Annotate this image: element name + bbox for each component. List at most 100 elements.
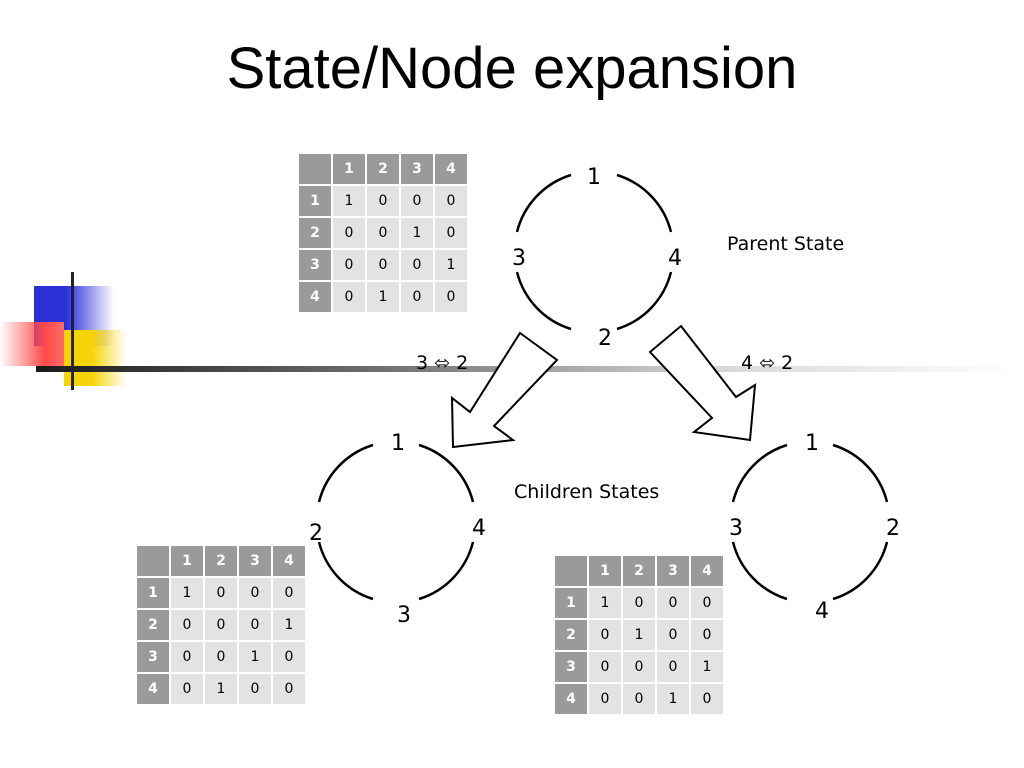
parent-node-bottom: 2: [598, 326, 612, 351]
parent-ring-arc: [515, 173, 572, 233]
decor-yellow-block: [64, 330, 126, 386]
matrix-cell: 0: [589, 684, 621, 714]
matrix-col-header: 4: [435, 154, 467, 184]
left-child-node-right: 4: [472, 516, 486, 541]
parent-node-left: 3: [512, 246, 526, 271]
matrix-row-header: 3: [299, 250, 331, 280]
parent-node-top: 1: [587, 165, 601, 190]
right-child-ring-arc: [832, 443, 889, 503]
left-child-ring-arc: [317, 541, 374, 601]
left-child-node-left: 2: [309, 521, 323, 546]
matrix-cell: 0: [691, 620, 723, 650]
matrix-cell: 0: [623, 588, 655, 618]
right-child-ring-arc: [731, 443, 788, 503]
arrow-to-left-child: [450, 331, 559, 449]
matrix-cell: 0: [657, 652, 689, 682]
matrix-corner: [137, 546, 169, 576]
matrix-col-header: 2: [367, 154, 399, 184]
matrix-cell: 0: [205, 642, 237, 672]
matrix-cell: 0: [401, 282, 433, 312]
matrix-cell: 1: [171, 578, 203, 608]
matrix-cell: 1: [239, 642, 271, 672]
right-child-node-bottom: 4: [815, 599, 829, 624]
matrix-cell: 0: [623, 684, 655, 714]
matrix-row-header: 4: [555, 684, 587, 714]
matrix-cell: 1: [589, 588, 621, 618]
matrix-cell: 0: [239, 578, 271, 608]
matrix-cell: 0: [205, 610, 237, 640]
matrix-cell: 0: [205, 578, 237, 608]
matrix-cell: 0: [589, 620, 621, 650]
matrix-row-header: 1: [555, 588, 587, 618]
matrix-cell: 0: [273, 642, 305, 672]
left-child-ring-arc: [418, 443, 475, 503]
matrix-cell: 1: [273, 610, 305, 640]
matrix-cell: 0: [623, 652, 655, 682]
slide-title: State/Node expansion: [226, 36, 798, 101]
matrix-cell: 0: [171, 674, 203, 704]
matrix-row-header: 2: [555, 620, 587, 650]
matrix-col-header: 1: [333, 154, 365, 184]
matrix-cell: 0: [273, 578, 305, 608]
matrix-cell: 0: [171, 642, 203, 672]
matrix-col-header: 1: [171, 546, 203, 576]
parent-ring-arc: [616, 271, 673, 331]
matrix-col-header: 1: [589, 556, 621, 586]
matrix-corner: [555, 556, 587, 586]
matrix-row-header: 4: [299, 282, 331, 312]
matrix-cell: 0: [171, 610, 203, 640]
matrix-row-header: 3: [137, 642, 169, 672]
matrix-cell: 1: [435, 250, 467, 280]
matrix-cell: 0: [435, 282, 467, 312]
matrix-cell: 0: [691, 588, 723, 618]
matrix-row-header: 2: [299, 218, 331, 248]
swap-left-label: 3 ⬄ 2: [416, 352, 468, 374]
matrix-cell: 0: [435, 218, 467, 248]
swap-right-label: 4 ⬄ 2: [741, 352, 793, 374]
children-states-label: Children States: [514, 481, 659, 503]
matrix-cell: 0: [691, 684, 723, 714]
matrix-cell: 0: [333, 250, 365, 280]
matrix-cell: 1: [623, 620, 655, 650]
matrix-row-header: 1: [299, 186, 331, 216]
matrix-cell: 0: [273, 674, 305, 704]
matrix-cell: 1: [205, 674, 237, 704]
left-child-state-matrix: 1 2 3 4 1 1 0 0 0 2 0 0 0 1 3 0 0 1 0 4 …: [135, 544, 307, 706]
matrix-row-header: 1: [137, 578, 169, 608]
matrix-cell: 0: [333, 282, 365, 312]
parent-ring-arc: [515, 271, 572, 331]
right-child-ring-arc: [731, 541, 788, 601]
matrix-cell: 0: [589, 652, 621, 682]
matrix-row-header: 4: [137, 674, 169, 704]
matrix-cell: 0: [401, 250, 433, 280]
matrix-col-header: 3: [401, 154, 433, 184]
right-child-node-left: 3: [729, 516, 743, 541]
parent-node-right: 4: [668, 246, 682, 271]
matrix-cell: 0: [239, 674, 271, 704]
left-child-ring-arc: [317, 443, 374, 503]
arrow-to-right-child: [648, 324, 757, 442]
matrix-col-header: 4: [691, 556, 723, 586]
matrix-cell: 0: [367, 250, 399, 280]
matrix-corner: [299, 154, 331, 184]
matrix-cell: 0: [401, 186, 433, 216]
left-child-ring-arc: [418, 541, 475, 601]
matrix-cell: 0: [657, 620, 689, 650]
right-child-ring-arc: [832, 541, 889, 601]
right-child-node-top: 1: [805, 431, 819, 456]
matrix-cell: 1: [367, 282, 399, 312]
matrix-cell: 1: [657, 684, 689, 714]
matrix-col-header: 3: [239, 546, 271, 576]
matrix-cell: 1: [691, 652, 723, 682]
left-child-node-top: 1: [391, 431, 405, 456]
matrix-cell: 0: [435, 186, 467, 216]
matrix-cell: 1: [333, 186, 365, 216]
matrix-cell: 1: [401, 218, 433, 248]
matrix-col-header: 2: [205, 546, 237, 576]
matrix-row-header: 3: [555, 652, 587, 682]
matrix-col-header: 3: [657, 556, 689, 586]
decor-red-block: [0, 322, 64, 366]
left-child-node-bottom: 3: [397, 603, 411, 628]
matrix-col-header: 4: [273, 546, 305, 576]
parent-state-label: Parent State: [727, 233, 844, 255]
